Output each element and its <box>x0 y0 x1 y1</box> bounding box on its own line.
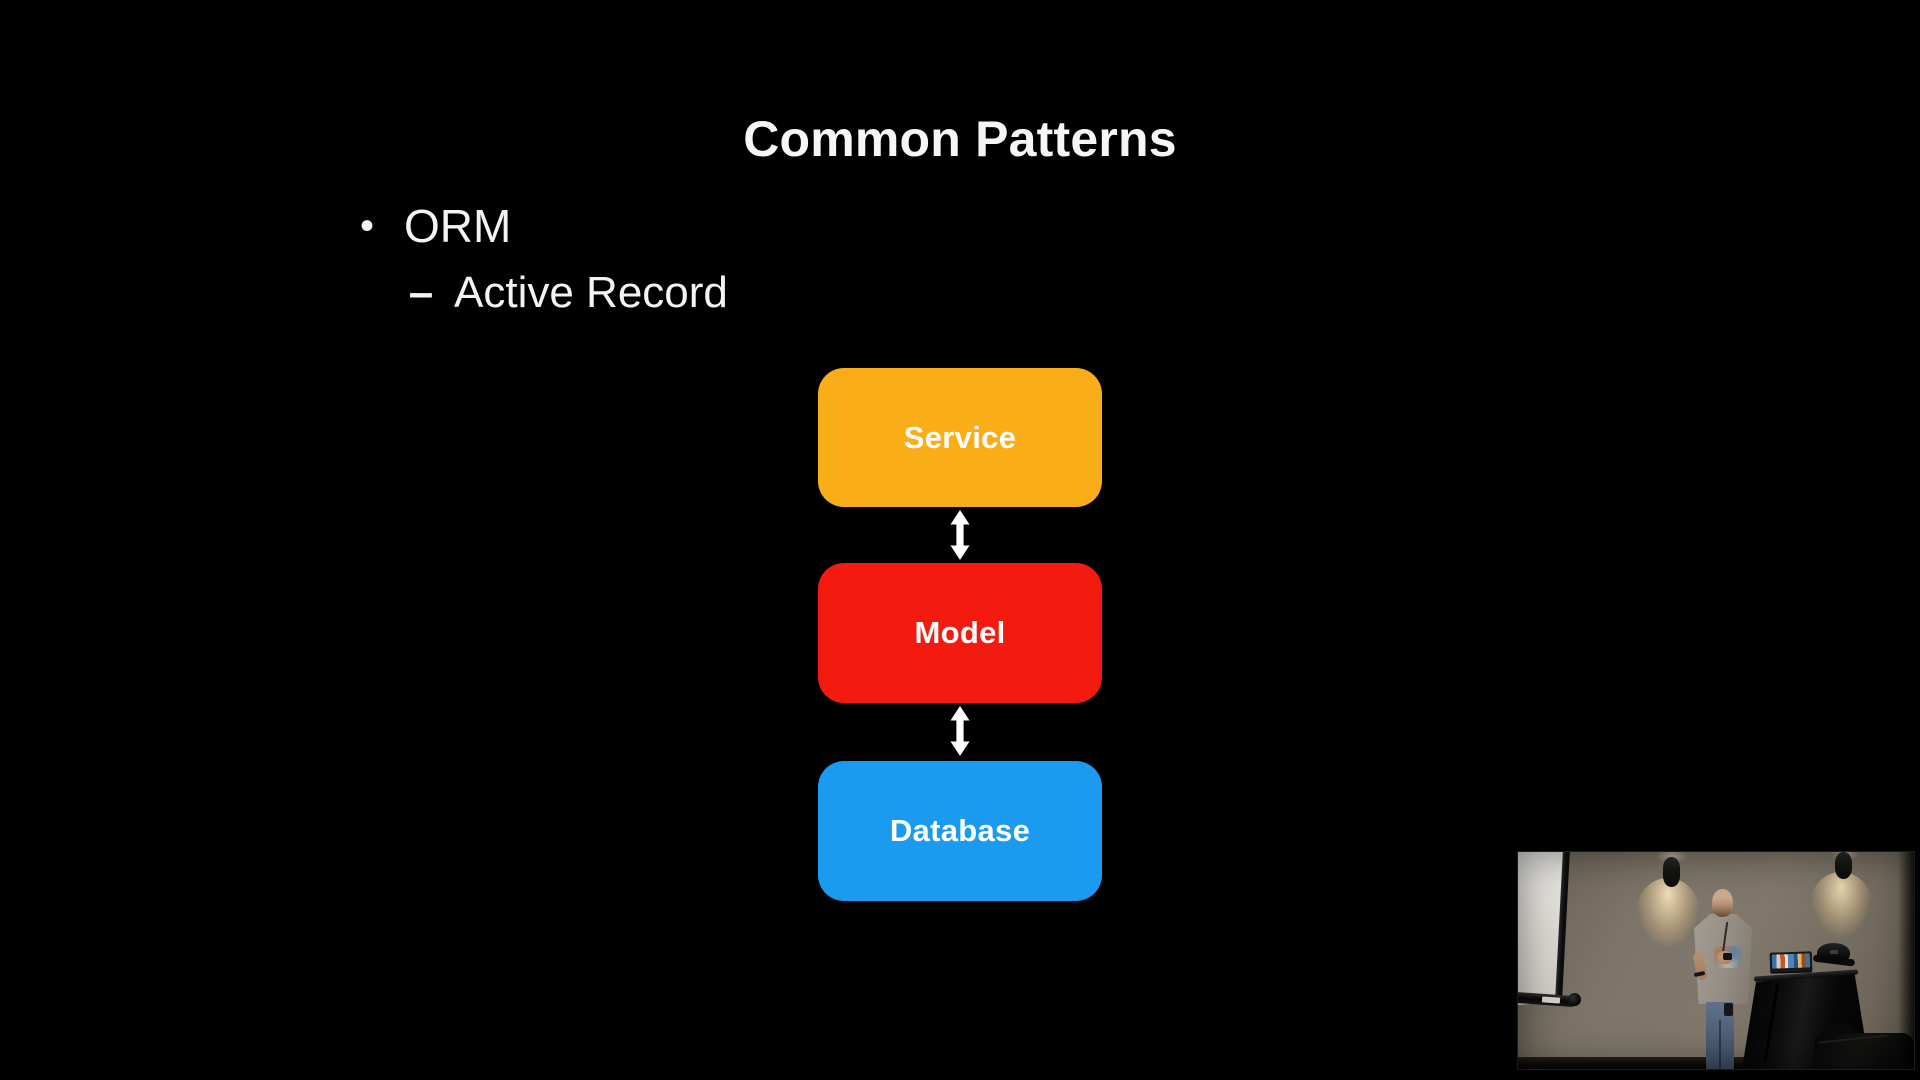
sconce-light-glow-left <box>1636 878 1700 948</box>
bullet-item-orm: • ORM <box>350 198 511 254</box>
diagram-node-service-label: Service <box>903 419 1017 455</box>
presenter-jeans-seam <box>1719 1020 1721 1069</box>
presenter-hip-phone <box>1724 1003 1733 1016</box>
bullet-dash-marker: – <box>408 268 434 317</box>
video-vignette <box>1518 852 1914 1069</box>
bullet-text-orm: ORM <box>404 200 512 252</box>
slide-title: Common Patterns <box>743 110 1177 167</box>
equipment-bag <box>1814 1033 1914 1069</box>
sconce-light-glow-right <box>1810 872 1872 938</box>
diagram-node-model: Model <box>818 563 1102 703</box>
presenter-clicker <box>1723 953 1732 960</box>
wall-sconce-right <box>1835 852 1852 879</box>
bidirectional-arrow-icon-service-model <box>950 510 970 560</box>
arrow-shape <box>950 510 970 560</box>
bullet-text-active-record: Active Record <box>454 268 728 317</box>
diagram-node-database: Database <box>818 761 1102 901</box>
presenter-head <box>1712 889 1733 917</box>
bullet-dot-marker: • <box>359 204 374 248</box>
bidirectional-arrow-icon-model-database <box>950 706 970 756</box>
cap-logo <box>1830 950 1838 954</box>
diagram-node-model-label: Model <box>914 615 1006 650</box>
arrow-shape <box>950 706 970 756</box>
diagram-node-service: Service <box>818 368 1102 507</box>
wall-sconce-left <box>1663 857 1680 887</box>
diagram-node-database-label: Database <box>889 813 1031 848</box>
video-right-shadow <box>1898 852 1914 1069</box>
projection-screen-rail-end <box>1568 993 1581 1006</box>
bullet-item-active-record: – Active Record <box>408 266 728 320</box>
presenter-video-inset <box>1517 851 1915 1070</box>
